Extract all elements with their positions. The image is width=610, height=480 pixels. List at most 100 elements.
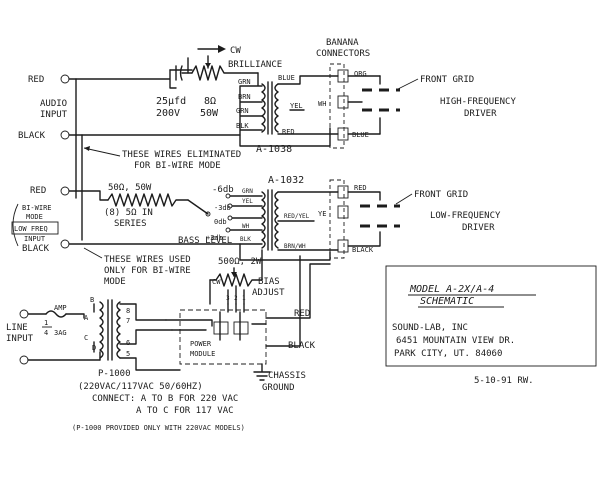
note-eliminated-2: FOR BI-WIRE MODE — [134, 161, 221, 171]
pin-6: 6 — [126, 339, 130, 347]
p1000-connect-2: A TO C FOR 117 VAC — [136, 406, 234, 416]
lf-red-conn-label: RED — [354, 184, 367, 192]
front-grid-top-pointer — [397, 78, 419, 90]
wire-line-primary — [27, 313, 101, 361]
chassis-label-2: GROUND — [262, 383, 295, 393]
cw-arrow-head — [218, 45, 226, 53]
banana-label-2: CONNECTORS — [316, 49, 370, 59]
lf-driver-label-1: LOW-FREQUENCY — [430, 211, 501, 221]
hf-primary-leads — [239, 72, 263, 136]
lf-part-label: A-1032 — [268, 175, 304, 186]
bass-selector-pivot — [205, 211, 211, 217]
hf-blue-label: BLUE — [278, 74, 295, 82]
note-used-pointer — [83, 247, 103, 259]
p1000-secondary-wires — [119, 303, 181, 371]
wire-red-lf — [68, 190, 109, 201]
bias-leads — [209, 249, 263, 305]
bias-resistor-label: 500Ω, 2W — [218, 257, 262, 267]
line-input-terminal-top — [19, 309, 29, 319]
hf-brn-label: BRN — [238, 93, 251, 101]
lf-connector-wires — [347, 191, 381, 247]
audio-black-terminal — [60, 130, 70, 140]
chassis-ground-symbol — [253, 363, 271, 381]
hf-connector-org — [337, 69, 349, 83]
hf-connector-blue — [337, 127, 349, 141]
note-eliminated-1: THESE WIRES ELIMINATED — [122, 150, 241, 160]
brilliance-ohm: 8Ω — [204, 96, 216, 107]
date-signature: 5-10-91 RW. — [474, 376, 534, 386]
note-eliminated-pointer — [83, 147, 121, 157]
title-address-2: PARK CITY, UT. 84060 — [394, 349, 502, 359]
pin-8: 8 — [126, 307, 130, 315]
p1000-note: (P-1000 PROVIDED ONLY WITH 220VAC MODELS… — [72, 424, 245, 432]
bias-resistor — [209, 273, 263, 287]
chassis-label-1: CHASSIS — [268, 371, 306, 381]
lf-driver-label-2: DRIVER — [462, 223, 495, 233]
line-input-2: INPUT — [6, 334, 34, 344]
biwire-black-label: BLACK — [22, 244, 50, 254]
hf-driver-label-2: DRIVER — [464, 109, 497, 119]
bass-level-label: BASS LEVEL — [178, 236, 232, 246]
lf-connector-block — [329, 179, 345, 259]
power-module-cell-2 — [233, 321, 249, 335]
lf-primary-leads — [229, 195, 263, 245]
lf-grn-label: GRN — [242, 188, 253, 195]
bias-wiper-arrow — [231, 272, 237, 277]
fuse-type: 3AG — [54, 329, 67, 337]
hf-yel-label: YEL — [290, 102, 303, 110]
lf-yel-label: YEL — [242, 198, 253, 205]
banana-label-1: BANANA — [326, 38, 359, 48]
title-model: MODEL A-2X/A-4 — [409, 284, 494, 295]
brilliance-resistor — [191, 65, 259, 81]
biwire-mode-2: MODE — [26, 213, 43, 221]
hf-grn-label: GRN — [238, 78, 251, 86]
fuse-amp: AMP — [54, 304, 67, 312]
fuse-numerator: 1 — [44, 319, 48, 327]
power-module-1: POWER — [190, 340, 212, 348]
lf-redyel-label: RED/YEL — [284, 213, 310, 220]
fuse-denominator: 4 — [44, 329, 48, 337]
audio-red-terminal — [60, 74, 70, 84]
lf-black-conn-label: BLACK — [352, 246, 374, 254]
p1000-rating: (220VAC/117VAC 50/60HZ) — [78, 382, 203, 392]
lf-blk-label: BLK — [240, 236, 251, 243]
bass-resistor-chain — [107, 193, 189, 207]
bias-label-2: ADJUST — [252, 288, 285, 298]
hf-red-label: RED — [282, 128, 295, 136]
title-block-box — [385, 265, 597, 367]
lf-transformer — [261, 189, 279, 251]
line-input-1: LINE — [6, 323, 28, 333]
lf-wh-label: WH — [242, 223, 250, 230]
audio-input-label-2: INPUT — [40, 110, 68, 120]
note-used-2: ONLY FOR BI-WIRE — [104, 266, 191, 276]
wire-red-top — [68, 69, 177, 89]
hf-wh-label: WH — [318, 100, 326, 108]
bass-resistor-1: 50Ω, 50W — [108, 183, 152, 193]
out-black-label: BLACK — [288, 341, 316, 351]
bias-cw: CW — [212, 278, 221, 286]
pin-a: A — [84, 314, 89, 322]
note-eliminated-arrowhead — [84, 146, 90, 151]
line-input-terminal-bottom — [19, 355, 29, 365]
biwire-mode-1: BI-WIRE — [22, 204, 52, 212]
audio-red-label: RED — [28, 75, 44, 85]
hf-part-label: A-1038 — [256, 144, 292, 155]
lf-connector-red — [337, 185, 349, 199]
lf-secondary-wires — [277, 191, 339, 251]
capacitor-25ufd — [175, 65, 193, 81]
wire-black-lf — [68, 243, 331, 261]
low-freq-box — [11, 221, 59, 235]
hf-driver-label-1: HIGH-FREQUENCY — [440, 97, 516, 107]
tap-label-0: 0db — [214, 218, 227, 226]
capacitor-voltage: 200V — [156, 108, 180, 119]
lf-connector-black — [337, 239, 349, 253]
biwire-bracket — [12, 203, 19, 247]
tap-label-minus3: -3db — [214, 204, 231, 212]
brilliance-watt: 50W — [200, 108, 219, 119]
hf-connector-wh — [337, 95, 349, 109]
hf-org-label: ORG — [354, 70, 367, 78]
power-module-internals — [165, 303, 267, 341]
front-grid-top: FRONT GRID — [420, 75, 474, 85]
biwire-red-label: RED — [30, 186, 46, 196]
